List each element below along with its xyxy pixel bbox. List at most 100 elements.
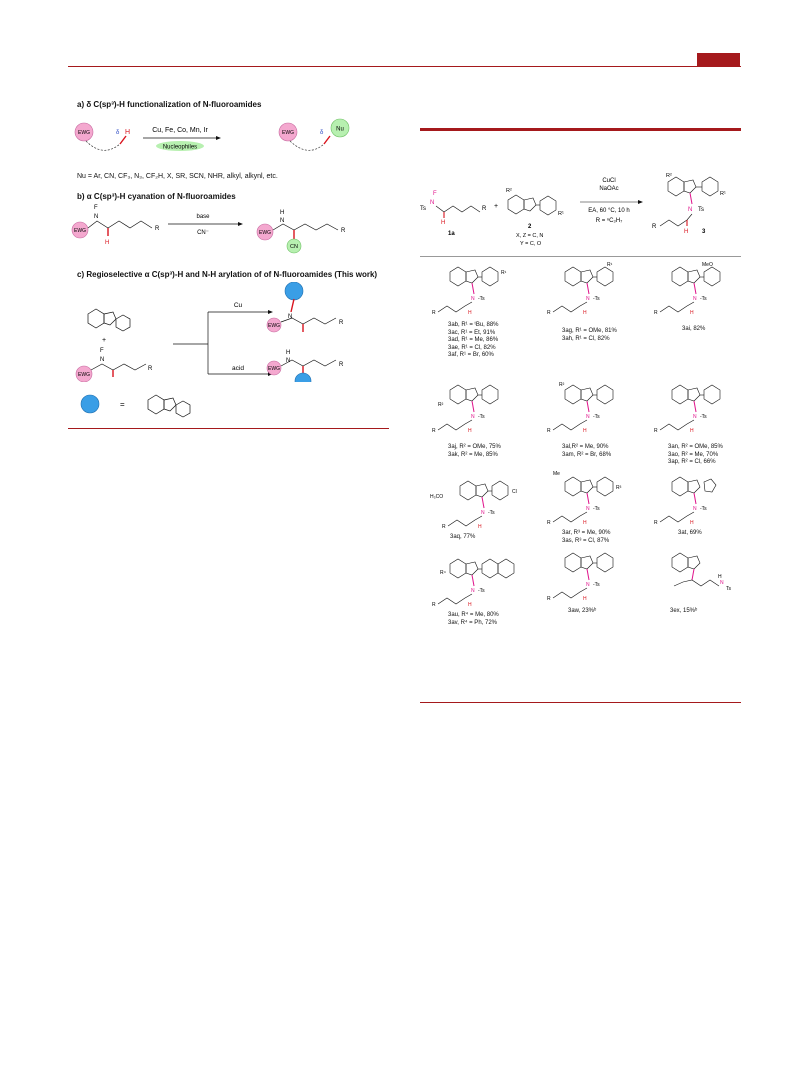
product-structure-3aq: H₃CO Cl N-Ts R H — [430, 480, 517, 530]
svg-text:N: N — [481, 510, 485, 516]
product-label: 3ad, R¹ = Me, 86% — [448, 337, 499, 343]
svg-text:H: H — [468, 602, 472, 608]
ewg-sphere — [74, 122, 94, 142]
product-label-group-3: 3ai, 82% — [682, 326, 705, 334]
svg-text:-Ts: -Ts — [478, 414, 485, 420]
svg-text:F: F — [94, 205, 98, 211]
svg-text:R³: R³ — [616, 485, 622, 491]
product-label-group-5: 3al,R² = Me, 90% 3am, R² = Br, 68% — [562, 444, 611, 459]
svg-text:=: = — [120, 400, 125, 409]
product-label-group-6: 3an, R² = OMe, 85% 3ao, R² = Me, 70% 3ap… — [668, 444, 723, 467]
svg-text:N: N — [286, 358, 290, 364]
svg-text:EWG: EWG — [78, 130, 90, 136]
svg-text:Cu: Cu — [234, 302, 243, 309]
svg-text:Y = C, O: Y = C, O — [520, 241, 542, 247]
svg-text:R: R — [339, 320, 344, 326]
svg-text:N: N — [586, 414, 590, 420]
product-structure-3ai: MeO N-Ts R H — [654, 262, 721, 316]
product-structure-3ex: N H Ts — [671, 552, 732, 592]
svg-text:N: N — [688, 207, 692, 213]
svg-text:N: N — [430, 200, 434, 206]
svg-text:R: R — [339, 362, 344, 368]
svg-text:-Ts: -Ts — [593, 506, 600, 512]
svg-text:Nu: Nu — [336, 127, 344, 133]
product-label: 3ab, R¹ = ᵗBu, 88% — [448, 322, 499, 328]
section-c-heading: c) Regioselective α C(sp³)-H and N-H ary… — [77, 270, 378, 279]
nu-list: Nu = Ar, CN, CF₃, N₃, CF₂H, X, SR, SCN, … — [77, 173, 278, 180]
svg-text:H: H — [583, 596, 587, 602]
svg-text:Ts: Ts — [726, 586, 732, 592]
svg-text:N: N — [100, 357, 104, 363]
product-label: 3ah, R¹ = Cl, 82% — [562, 335, 610, 342]
product-label: 3ae, R¹ = Cl, 82% — [448, 344, 496, 351]
svg-text:R: R — [148, 366, 153, 372]
svg-text:δ: δ — [116, 130, 120, 136]
right-panel-top-rule — [420, 128, 741, 131]
svg-text:acid: acid — [232, 365, 244, 372]
product-label: 3an, R² = OMe, 85% — [668, 444, 723, 450]
product-label-group-4: 3aj, R² = OMe, 75% 3ak, R² = Me, 85% — [448, 444, 501, 459]
svg-text:R: R — [432, 310, 436, 316]
svg-text:F: F — [433, 191, 437, 197]
svg-text:H: H — [125, 129, 130, 136]
svg-text:Ts: Ts — [420, 206, 426, 212]
svg-text:-Ts: -Ts — [700, 414, 707, 420]
svg-text:N: N — [586, 296, 590, 302]
svg-text:R: R — [432, 602, 436, 608]
svg-text:R²: R² — [678, 380, 684, 381]
svg-text:N: N — [720, 580, 724, 586]
right-panel-bottom-rule — [420, 702, 741, 703]
product-structure-3aw: N-Ts R H — [547, 552, 614, 602]
svg-text:+: + — [494, 203, 498, 210]
scheme-divider — [420, 256, 741, 257]
product-label: 3aj, R² = OMe, 75% — [448, 444, 501, 450]
svg-text:R²: R² — [506, 188, 512, 194]
svg-text:H: H — [690, 310, 694, 316]
svg-text:R: R — [155, 226, 160, 232]
svg-text:R: R — [482, 206, 487, 212]
svg-text:H₃CO: H₃CO — [430, 494, 443, 500]
product-label: 3ag, R¹ = OMe, 81% — [562, 328, 617, 334]
product-label: 3am, R² = Br, 68% — [562, 451, 612, 458]
product-label: 3ai, 82% — [682, 326, 706, 332]
product-label-group-7: 3aq, 77% — [450, 534, 475, 542]
svg-text:MeO: MeO — [702, 262, 713, 268]
svg-text:H: H — [583, 310, 587, 316]
svg-text:N: N — [693, 296, 697, 302]
svg-text:-Ts: -Ts — [478, 588, 485, 594]
product-label: 3aq, 77% — [450, 534, 476, 540]
svg-text:H: H — [583, 520, 587, 526]
svg-text:N: N — [94, 214, 98, 220]
product-label-group-2: 3ag, R¹ = OMe, 81% 3ah, R¹ = Cl, 82% — [562, 328, 617, 343]
svg-text:R: R — [547, 520, 551, 526]
product-label: 3af, R¹ = Br, 60% — [448, 352, 494, 358]
figure-left-panel: a) δ C(sp³)-H functionalization of N-flu… — [68, 95, 388, 260]
svg-text:N: N — [471, 296, 475, 302]
svg-text:H: H — [280, 210, 284, 216]
product-label: 3aw, 23%ᵇ — [568, 608, 597, 614]
svg-text:-Ts: -Ts — [478, 296, 485, 302]
product-structure-3an: R² N-Ts R H — [654, 380, 721, 434]
svg-text:Cl: Cl — [512, 489, 517, 495]
svg-text:EA, 60 °C, 10 h: EA, 60 °C, 10 h — [588, 208, 629, 214]
svg-text:R¹: R¹ — [501, 270, 507, 276]
svg-text:H: H — [105, 240, 109, 246]
product-structure-3aj: R² N-Ts R H — [432, 384, 499, 434]
svg-text:EWG: EWG — [74, 228, 86, 234]
product-structure-3ar: Me R³ N-Ts R H — [547, 471, 622, 526]
svg-text:H: H — [690, 428, 694, 434]
svg-text:R¹: R¹ — [607, 262, 613, 268]
svg-text:R²: R² — [559, 382, 565, 388]
svg-text:R: R — [654, 428, 658, 434]
svg-text:Ts: Ts — [698, 207, 704, 213]
svg-text:R²: R² — [666, 173, 672, 179]
svg-text:EWG: EWG — [259, 230, 271, 236]
svg-text:R = ⁿC₃H₇: R = ⁿC₃H₇ — [596, 217, 623, 224]
svg-text:R: R — [652, 224, 657, 230]
product-structure-3at: N-Ts R H — [654, 476, 717, 526]
svg-text:H: H — [684, 229, 688, 235]
svg-text:X, Z = C, N: X, Z = C, N — [516, 233, 543, 239]
svg-text:H: H — [441, 220, 445, 226]
svg-text:R: R — [654, 520, 658, 526]
svg-text:R: R — [654, 310, 658, 316]
